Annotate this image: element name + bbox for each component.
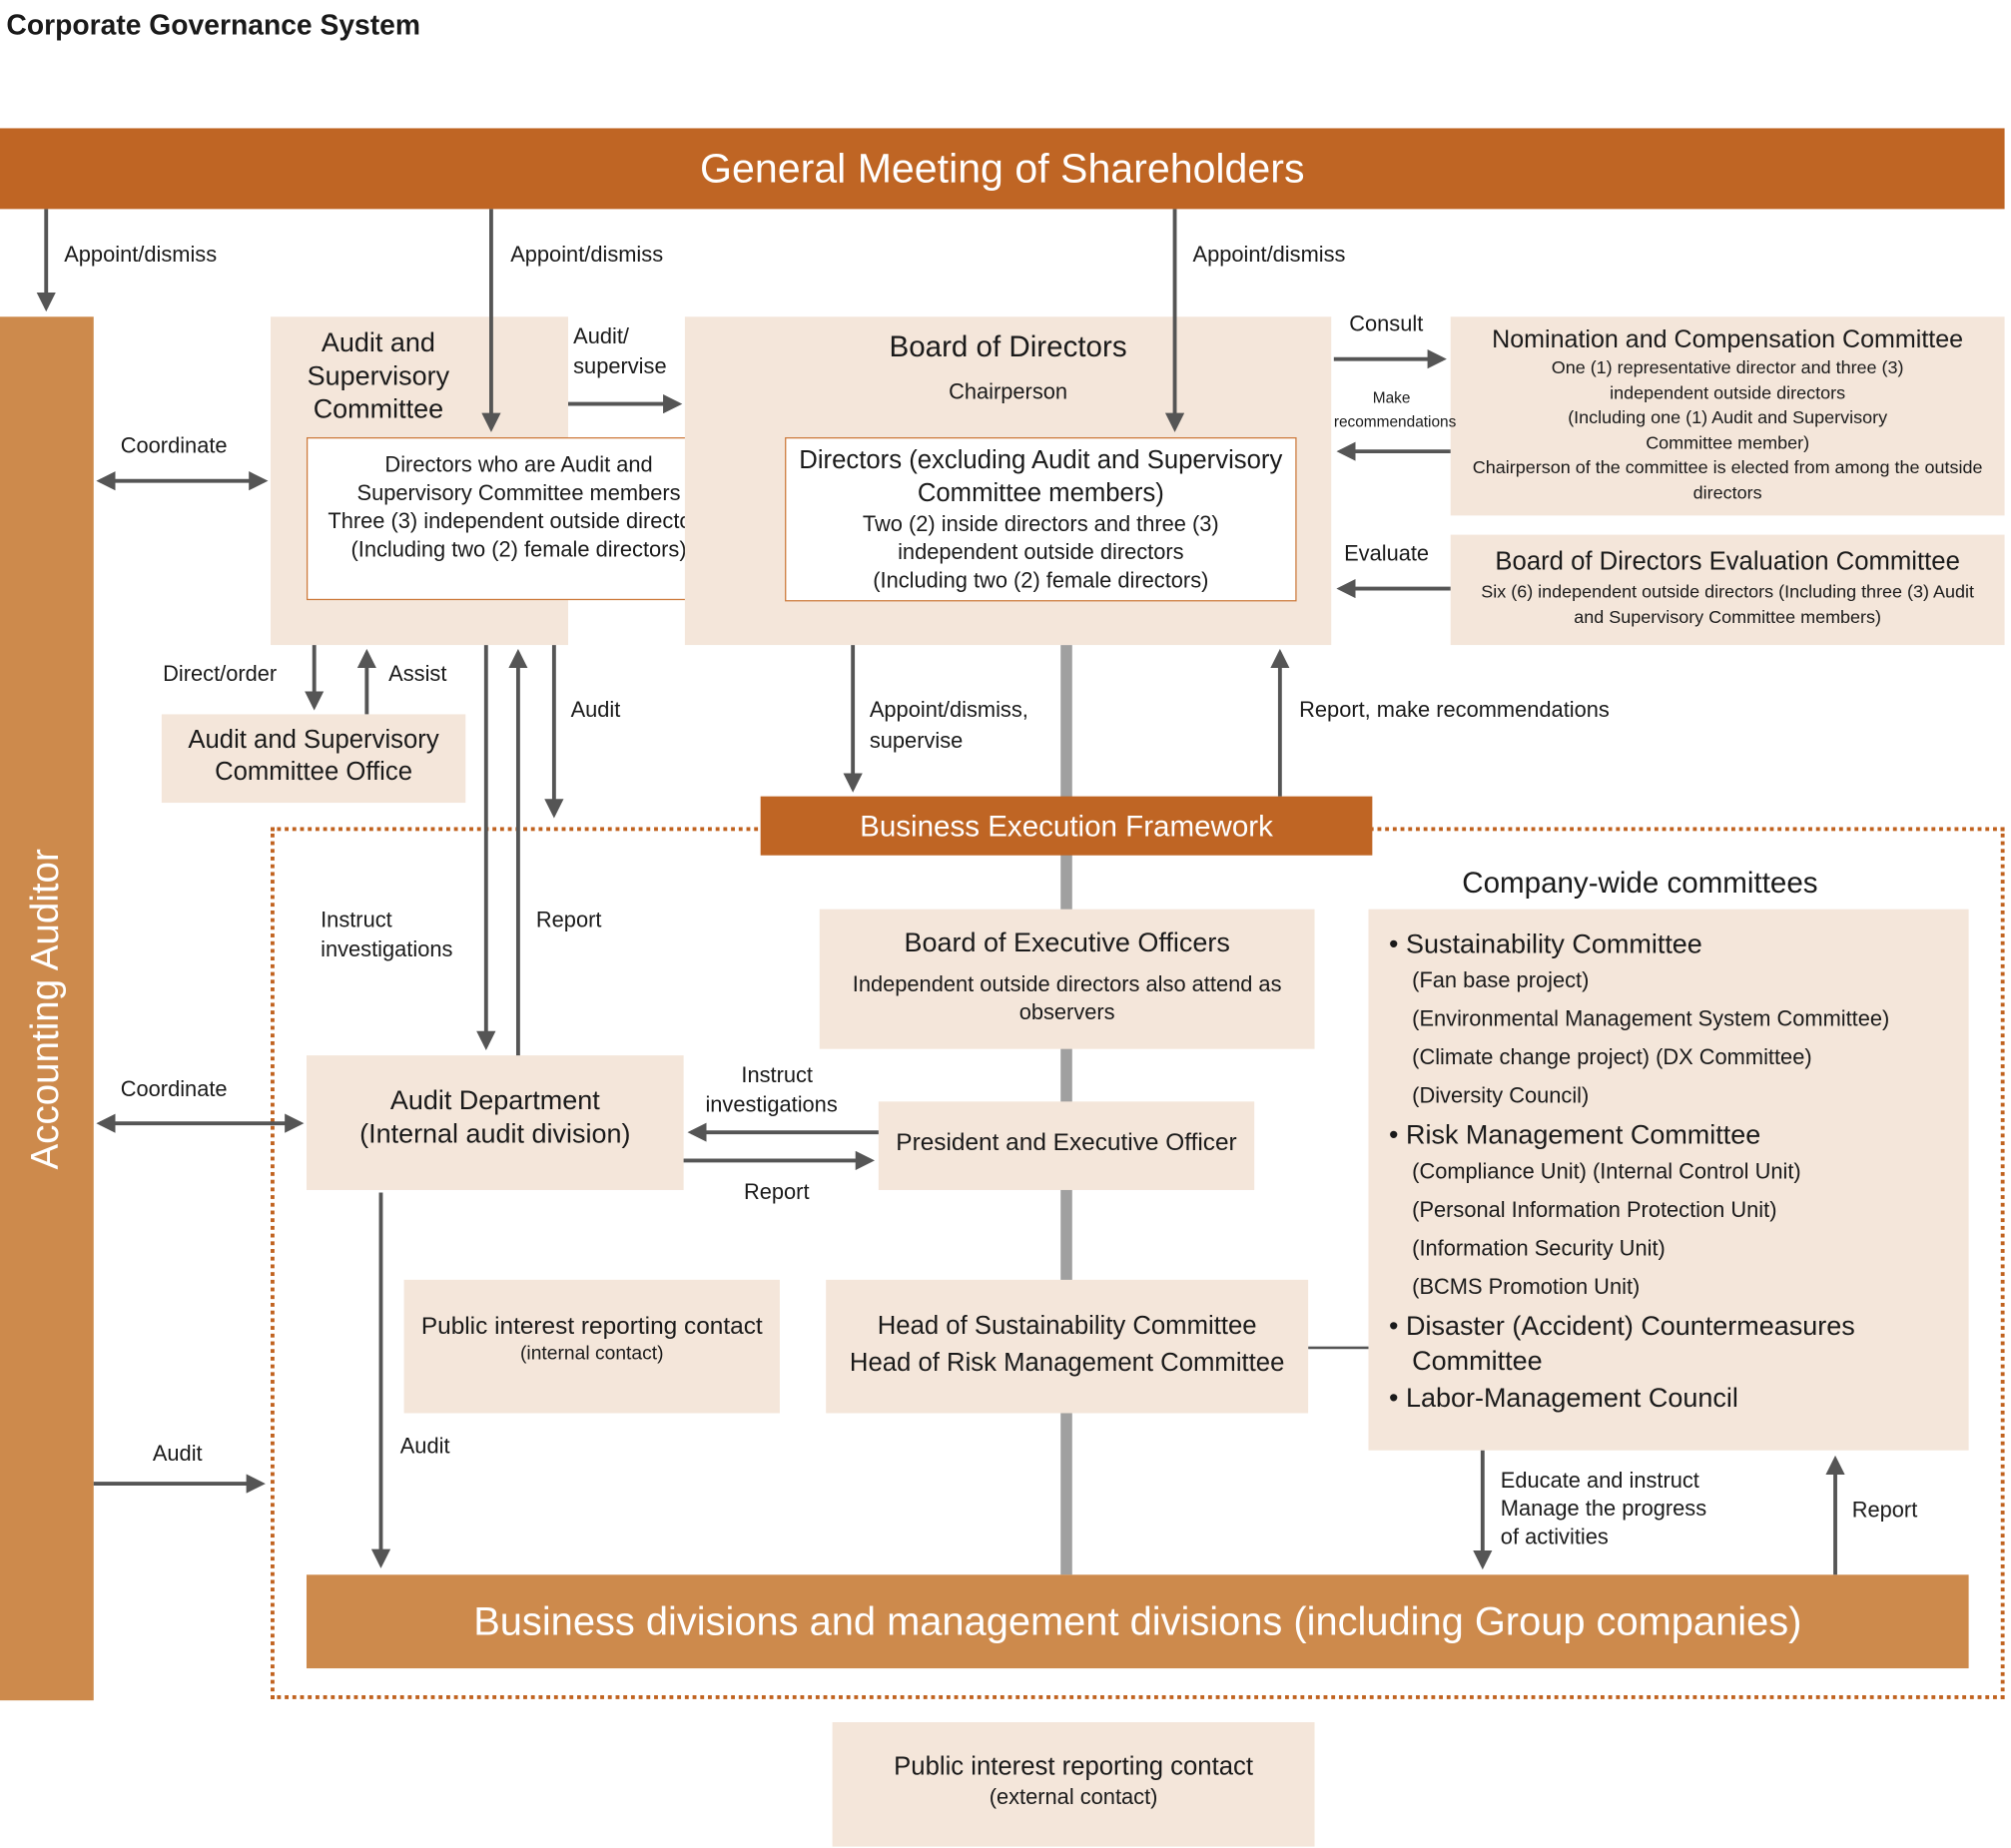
committee-list: • Sustainability Committee (Fan base proj… [1379,927,1969,1416]
label-appoint-dismiss: Appoint/dismiss [1192,242,1346,268]
committee-subunit: (Personal Information Protection Unit) [1412,1197,1777,1223]
asc-office-box: Audit and Supervisory Committee Office [161,714,466,804]
committee-subunit: (Diversity Council) [1412,1083,1590,1108]
executive-officers-box: Board of Executive Officers Independent … [819,909,1315,1049]
committee-label: Sustainability Committee [1405,929,1702,959]
label-instruct: Instruct [321,908,392,932]
committee-subunit: (Compliance Unit) (Internal Control Unit… [1412,1159,1801,1184]
public-interest-external-box: Public interest reporting contact (exter… [832,1722,1315,1847]
nomination-title: Nomination and Compensation Committee [1492,325,1964,354]
label-audit-supervise: supervise [573,353,667,378]
committee-item: • Labor-Management Council [1389,1383,1738,1414]
label-appoint-dismiss: Appoint/dismiss [510,242,664,268]
label-appoint-supervise: Appoint/dismiss, [869,697,1028,723]
executive-officers-note: Independent outside directors also atten… [852,971,1282,1025]
directors-line: Two (2) inside directors and three (3) i… [862,511,1219,565]
label-coordinate: Coordinate [120,433,228,458]
label-make-recommendations: Make recommendations [1333,386,1457,435]
business-divisions-bar: Business divisions and management divisi… [306,1574,1969,1669]
nomination-committee-box: Nomination and Compensation Committee On… [1450,316,2005,516]
audit-department-title: Audit Department [389,1085,600,1116]
evaluation-line: Six (6) independent outside directors (I… [1481,580,1975,627]
label-audit-supervise: Audit/ [573,323,629,349]
connector-line [1308,1346,1369,1350]
public-external-sub: (external contact) [989,1784,1158,1810]
audit-department-sub: (Internal audit division) [359,1119,631,1149]
heads-box: Head of Sustainability Committee Head of… [826,1279,1309,1414]
label-report: Report [743,1179,810,1205]
directors-title: Directors (excluding Audit and Superviso… [799,445,1283,508]
committee-subunit: (Climate change project) (DX Committee) [1412,1044,1812,1070]
board-title: Board of Directors [889,329,1127,363]
label-assist: Assist [388,661,447,687]
board-directors-inner-box: Directors (excluding Audit and Superviso… [785,436,1297,602]
evaluation-committee-box: Board of Directors Evaluation Committee … [1450,534,2005,646]
label-manage-progress: Manage the progress [1500,1496,1707,1522]
committee-label: Risk Management Committee [1405,1120,1761,1151]
head-risk: Head of Risk Management Committee [849,1349,1285,1378]
company-wide-committees-box: • Sustainability Committee (Fan base proj… [1368,909,1969,1451]
members-line: (Including two (2) female directors) [350,537,687,562]
nomination-line: Chairperson of the committee is elected … [1472,456,1983,502]
label-direct-order: Direct/order [163,661,278,687]
diagram-title: Corporate Governance System [6,8,421,42]
members-line: Three (3) independent outside directors [328,508,710,534]
label-evaluate: Evaluate [1344,541,1430,566]
audit-department-box: Audit Department (Internal audit divisio… [306,1055,684,1190]
label-report-recommendations: Report, make recommendations [1299,697,1610,723]
committee-item: • Disaster (Accident) Countermeasures Co… [1389,1311,1855,1377]
public-internal-sub: (internal contact) [520,1342,664,1365]
label-recommendations: recommendations [1333,412,1457,431]
label-consult: Consult [1349,311,1424,336]
label-investigations: investigations [321,936,453,962]
president-box: President and Executive Officer [878,1101,1255,1190]
label-coordinate: Coordinate [120,1076,228,1102]
label-report: Report [535,908,602,932]
label-investigations: investigations [705,1092,838,1117]
label-audit: Audit [152,1441,203,1467]
executive-officers-title: Board of Executive Officers [904,927,1230,958]
committee-label: Disaster (Accident) Countermeasures Comm… [1405,1311,1855,1377]
committee-subunit: (Fan base project) [1412,967,1590,993]
chairperson-label: Chairperson [949,379,1068,404]
directors-line: (Including two (2) female directors) [873,568,1209,593]
company-wide-title: Company-wide committees [1462,865,1818,900]
public-interest-internal-box: Public interest reporting contact (inter… [403,1279,780,1414]
label-make: Make [1372,388,1411,407]
label-supervise: supervise [869,728,964,753]
committee-subunit: (Environmental Management System Committ… [1412,1006,1890,1031]
committee-subunit: (BCMS Promotion Unit) [1412,1274,1641,1300]
label-report: Report [1851,1498,1918,1523]
committee-item: • Sustainability Committee [1389,929,1702,959]
audit-committee-title: Audit and Supervisory Committee [307,327,450,425]
nomination-line: (Including one (1) Audit and Supervisory… [1568,406,1888,452]
label-instruct: Instruct [741,1062,814,1088]
label-of-activities: of activities [1500,1525,1609,1549]
audit-committee-members-box: Directors who are Audit and Supervisory … [306,436,732,601]
business-execution-bar: Business Execution Framework [760,796,1373,856]
general-meeting-bar: General Meeting of Shareholders [0,128,2005,210]
members-title: Directors who are Audit and Supervisory … [356,452,681,506]
public-external-title: Public interest reporting contact [894,1752,1253,1782]
label-audit: Audit [399,1434,450,1459]
label-appoint-dismiss: Appoint/dismiss [64,242,218,268]
label-audit: Audit [570,697,621,723]
committee-item: • Risk Management Committee [1389,1120,1761,1151]
evaluation-title: Board of Directors Evaluation Committee [1495,547,1960,576]
nomination-line: One (1) representative director and thre… [1551,356,1904,402]
label-educate: Educate and instruct [1500,1468,1699,1494]
head-sustainability: Head of Sustainability Committee [877,1311,1257,1341]
public-internal-title: Public interest reporting contact [420,1313,763,1341]
accounting-auditor-bar: Accounting Auditor [0,316,94,1701]
committee-label: Labor-Management Council [1405,1383,1738,1414]
committee-subunit: (Information Security Unit) [1412,1236,1666,1261]
